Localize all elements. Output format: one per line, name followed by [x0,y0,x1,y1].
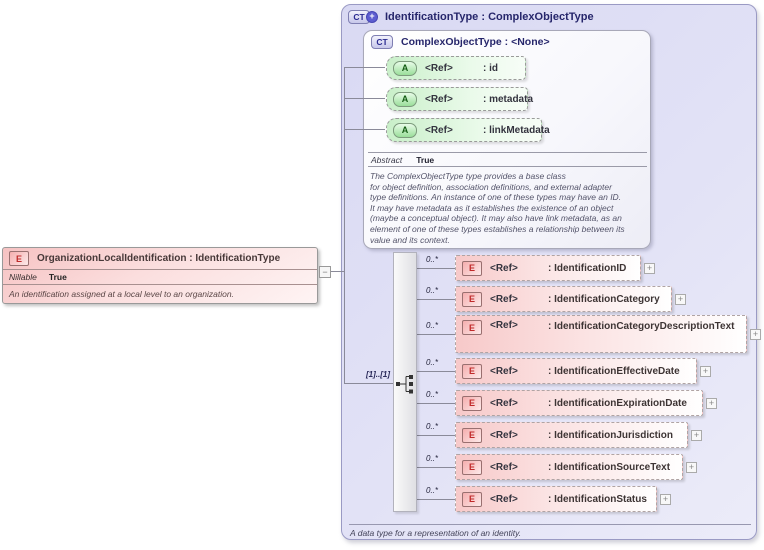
plus-badge-icon: + [366,11,378,23]
attribute-row-linkmetadata[interactable]: A <Ref> : linkMetadata [386,118,550,142]
child-ref: <Ref> [490,461,518,473]
abstract-label: Abstract [371,154,403,165]
connector-attr-1 [345,67,385,68]
expand-icon[interactable]: + [700,366,711,377]
collapse-icon[interactable]: − [319,266,331,278]
connector-attr-2 [345,98,385,99]
complex-type-doc: A data type for a representation of an i… [350,528,522,538]
element-badge-icon: E [9,251,29,266]
base-type-doc: The ComplexObjectType type provides a ba… [370,171,625,245]
child-name: : IdentificationCategoryDescriptionText [548,321,735,332]
child-row-identificationcategorydescriptiontext[interactable]: E <Ref> : IdentificationCategoryDescript… [455,315,747,353]
child-ref: <Ref> [490,493,518,505]
child-ref: <Ref> [490,429,518,441]
child-ref: <Ref> [490,262,518,274]
abstract-row: Abstract True [368,152,647,167]
child-name: : IdentificationCategory [548,293,660,305]
connector-trunk [344,67,345,384]
child-name: : IdentificationEffectiveDate [548,365,680,377]
attribute-name: : id [483,62,498,74]
connector-child-5 [417,403,455,404]
expand-icon[interactable]: + [750,329,761,340]
nillable-value: True [48,272,67,282]
attribute-badge-icon: A [393,122,417,138]
complex-type-title: IdentificationType : ComplexObjectType [385,11,594,23]
child-ref: <Ref> [490,365,518,377]
sequence-icon [394,373,416,400]
cardinality-label: 0..* [426,390,439,399]
child-row-identificationid[interactable]: E <Ref> : IdentificationID [455,255,641,281]
expand-icon[interactable]: + [675,294,686,305]
element-doc: An identification assigned at a local le… [9,289,234,299]
attribute-badge-icon: A [393,91,417,107]
element-box: E OrganizationLocalIdentification : Iden… [2,247,318,304]
element-header: E OrganizationLocalIdentification : Iden… [9,251,280,266]
child-row-identificationsourcetext[interactable]: E <Ref> : IdentificationSourceText [455,454,683,480]
child-row-identificationeffectivedate[interactable]: E <Ref> : IdentificationEffectiveDate [455,358,697,384]
doc-separator [349,524,751,525]
element-badge-icon: E [462,427,482,443]
connector-child-4 [417,371,455,372]
expand-icon[interactable]: + [660,494,671,505]
element-badge-icon: E [462,459,482,475]
expand-icon[interactable]: + [706,398,717,409]
cardinality-label: 0..* [426,454,439,463]
nillable-label: Nillable [9,272,37,282]
element-badge-icon: E [462,291,482,307]
connector-child-2 [417,299,455,300]
child-name: : IdentificationStatus [548,493,647,505]
attribute-ref: <Ref> [425,93,453,105]
sequence-cardinality: [1]..[1] [366,370,390,379]
cardinality-label: 0..* [426,255,439,264]
base-type-title: ComplexObjectType : <None> [401,36,550,48]
element-badge-icon: E [462,363,482,379]
attribute-ref: <Ref> [425,124,453,136]
element-title: OrganizationLocalIdentification : Identi… [37,253,281,264]
child-name: : IdentificationID [548,262,627,274]
connector-sequence [344,383,398,384]
connector-attr-3 [345,129,385,130]
child-name: : IdentificationExpirationDate [548,397,687,409]
attribute-row-metadata[interactable]: A <Ref> : metadata [386,87,533,111]
cardinality-label: 0..* [426,358,439,367]
connector-child-1 [417,268,455,269]
base-type-header: CT ComplexObjectType : <None> [371,35,550,49]
child-ref: <Ref> [490,397,518,409]
complex-type-plus-badge-icon: CT + [348,10,378,24]
attribute-name: : metadata [483,93,534,105]
element-badge-icon: E [462,491,482,507]
nillable-row: Nillable True [3,269,317,285]
connector-child-6 [417,435,455,436]
cardinality-label: 0..* [426,321,439,330]
child-row-identificationcategory[interactable]: E <Ref> : IdentificationCategory [455,286,672,312]
cardinality-label: 0..* [426,286,439,295]
element-badge-icon: E [462,260,482,276]
child-row-identificationexpirationdate[interactable]: E <Ref> : IdentificationExpirationDate [455,390,703,416]
connector-element-in [330,271,344,272]
connector-child-8 [417,499,455,500]
element-badge-icon: E [462,395,482,411]
child-name: : IdentificationSourceText [548,461,671,473]
attribute-badge-icon: A [393,60,417,76]
abstract-value: True [416,154,435,165]
element-badge-icon: E [462,320,482,335]
ct-badge-icon: CT [371,35,393,49]
attribute-name: : linkMetadata [483,124,550,136]
child-row-identificationjurisdiction[interactable]: E <Ref> : IdentificationJurisdiction [455,422,688,448]
attribute-ref: <Ref> [425,62,453,74]
expand-icon[interactable]: + [691,430,702,441]
child-row-identificationstatus[interactable]: E <Ref> : IdentificationStatus [455,486,657,512]
complex-type-header: CT + IdentificationType : ComplexObjectT… [348,10,594,24]
connector-child-7 [417,467,455,468]
cardinality-label: 0..* [426,486,439,495]
expand-icon[interactable]: + [686,462,697,473]
child-ref: <Ref> [490,293,518,305]
attribute-row-id[interactable]: A <Ref> : id [386,56,526,80]
expand-icon[interactable]: + [644,263,655,274]
child-ref: <Ref> [490,320,518,331]
cardinality-label: 0..* [426,422,439,431]
base-type-box: CT ComplexObjectType : <None> A <Ref> : … [363,30,651,249]
connector-child-3 [417,334,455,335]
child-name: : IdentificationJurisdiction [548,429,674,441]
